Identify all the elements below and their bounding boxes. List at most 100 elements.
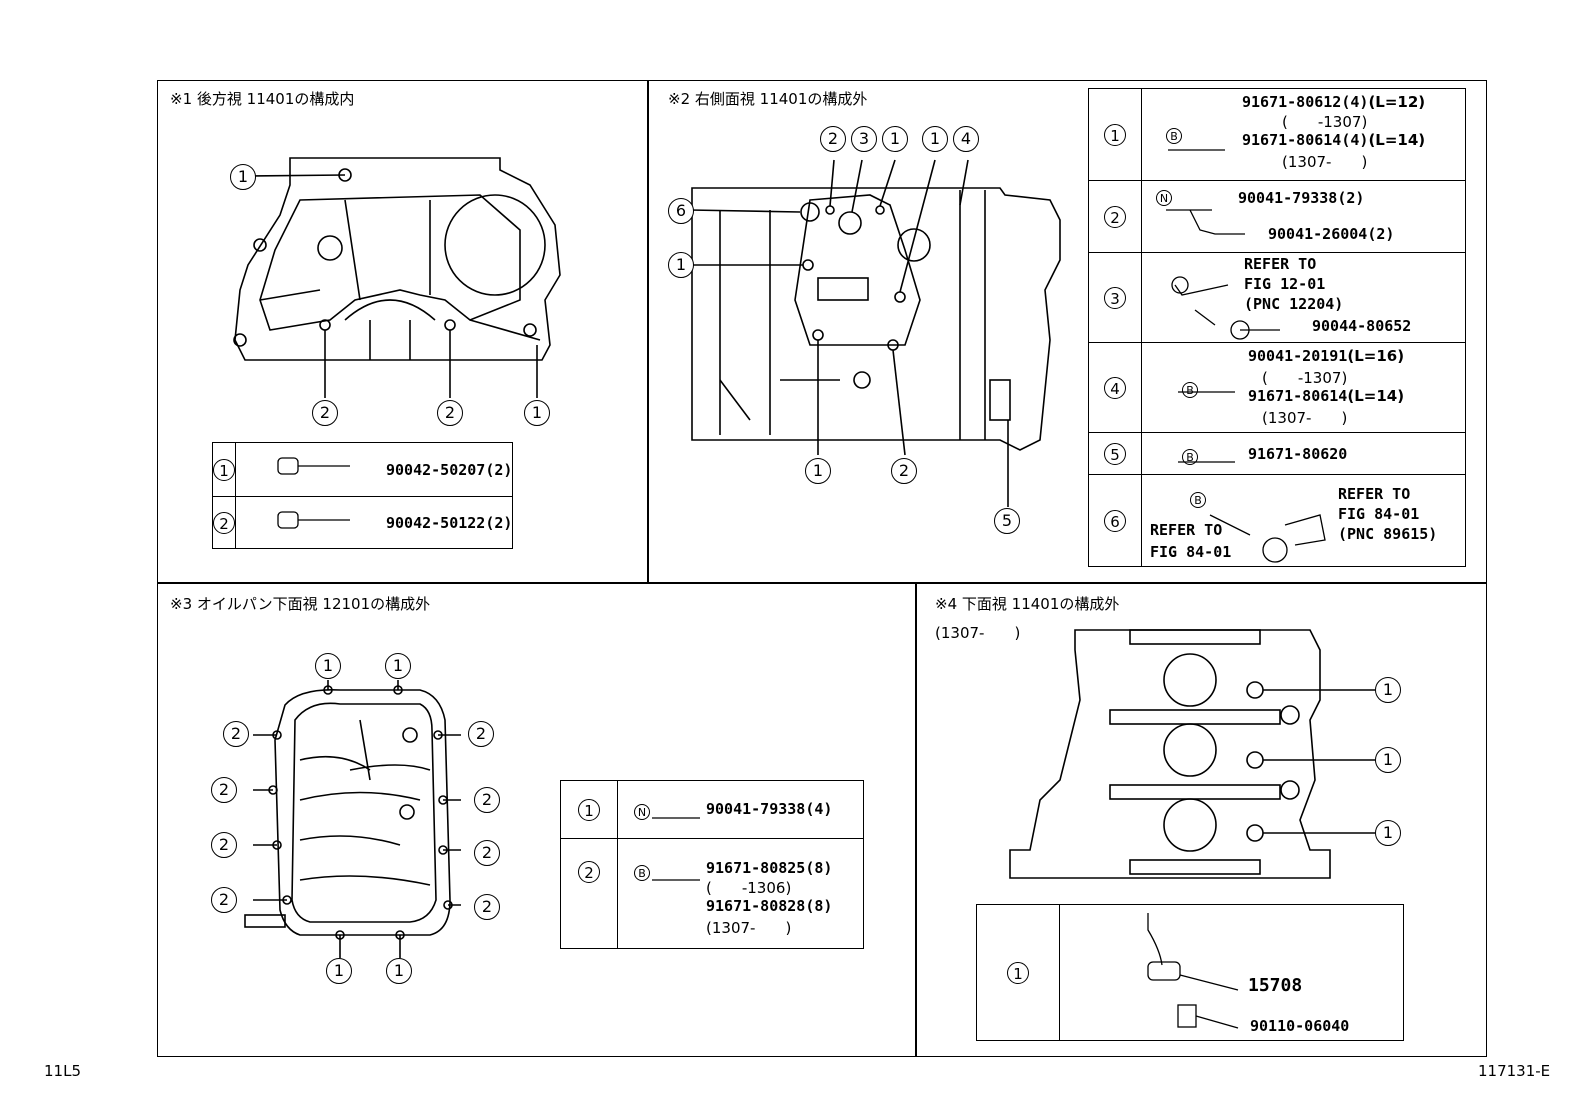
pan-callout-2-r4: 2: [474, 894, 500, 920]
part-number: 90044-80652: [1312, 317, 1412, 335]
callout-1-left: 1: [668, 252, 694, 278]
pan-callout-2-l3: 2: [211, 832, 237, 858]
panel3-title: ※3 オイルパン下面視 12101の構成外: [170, 595, 431, 613]
pan-callout-2-l1: 2: [223, 721, 249, 747]
legend-num: 2: [578, 861, 600, 883]
part-number: 90041-20191: [1248, 347, 1348, 365]
footer-code-right: 117131-E: [1478, 1062, 1551, 1080]
refer-pnc: (PNC 89615): [1338, 525, 1438, 543]
refer-pnc: (PNC 12204): [1244, 295, 1344, 313]
legend-num: 4: [1104, 376, 1126, 399]
part-number: 90042-50122(2): [386, 514, 513, 532]
part-number: 90041-26004(2): [1268, 225, 1395, 243]
panel-bottom-view: [915, 582, 1487, 1057]
mark-n: N: [634, 804, 650, 820]
legend-num: 1: [1007, 961, 1029, 984]
panel-oil-pan-bottom-view: [157, 582, 917, 1057]
part-number: 15708: [1248, 975, 1303, 996]
length-note: (L=12): [1368, 93, 1426, 111]
refer-fig: FIG 12-01: [1244, 275, 1326, 293]
legend-table-bottom: 1 15708 90110-06040: [976, 904, 1404, 1041]
mark-b: B: [1190, 492, 1206, 508]
part-number: 91671-80825(8): [706, 859, 833, 877]
pan-callout-2-l2: 2: [211, 777, 237, 803]
length-note: (L=16): [1347, 347, 1405, 365]
callout-3: 3: [851, 126, 877, 152]
part-number: 91671-80612(4): [1242, 93, 1369, 111]
legend-table-side: 1 B 91671-80612(4)(L=12) ( -1307) 91671-…: [1088, 88, 1466, 567]
callout-2-right: 2: [437, 400, 463, 426]
bottom-block-drawing: [1009, 629, 1375, 879]
rear-block-drawing: [233, 157, 561, 398]
part-number: 91671-80620: [1248, 445, 1348, 463]
panel1-title: ※1 後方視 11401の構成内: [170, 90, 355, 108]
pan-callout-1-br: 1: [386, 958, 412, 984]
callout-2-top: 2: [820, 126, 846, 152]
refer-to: REFER TO: [1338, 485, 1411, 503]
mark-b: B: [634, 865, 650, 881]
bottom-callout-1-b: 1: [1375, 747, 1401, 773]
part-number: 90042-50207(2): [386, 461, 513, 479]
refer-fig: FIG 84-01: [1338, 505, 1420, 523]
footer-code-left: 11L5: [44, 1062, 81, 1080]
pan-callout-2-r3: 2: [474, 840, 500, 866]
legend-row: 3 REFER TO FIG 12-01 (PNC 12204) 90044-8…: [1088, 252, 1466, 343]
legend-num: 1: [1104, 123, 1126, 146]
pan-callout-1-tr: 1: [385, 653, 411, 679]
callout-1-bottom: 1: [805, 458, 831, 484]
length-note: (L=14): [1347, 387, 1405, 405]
legend-num: 5: [1104, 442, 1126, 465]
refer-to: REFER TO: [1150, 521, 1223, 539]
date-range: ( -1306): [706, 879, 792, 897]
legend-table-oil-pan: 1 N 90041-79338(4) 2 B 91671-80825(8) ( …: [560, 780, 864, 949]
date-range: ( -1307): [1262, 369, 1348, 387]
panel-right-side-view: [647, 80, 1487, 584]
mark-n: N: [1156, 190, 1172, 206]
legend-num: 6: [1104, 509, 1126, 532]
part-number: 91671-80828(8): [706, 897, 833, 915]
pan-callout-1-tl: 1: [315, 653, 341, 679]
part-number: 90041-79338(2): [1238, 189, 1365, 207]
legend-row: 1 90042-50207(2): [212, 442, 514, 497]
callout-1-right: 1: [524, 400, 550, 426]
legend-row: 2 90042-50122(2): [212, 496, 514, 549]
legend-table-rear: 1 90042-50207(2) 2 90042-50122(2): [212, 442, 514, 549]
callout-6: 6: [668, 198, 694, 224]
pan-callout-2-r2: 2: [474, 787, 500, 813]
legend-row: 2 N 90041-79338(2) 90041-26004(2): [1088, 180, 1466, 253]
pan-callout-1-bl: 1: [326, 958, 352, 984]
date-range: (1307- ): [1282, 153, 1368, 171]
legend-row: 1 B 91671-80612(4)(L=12) ( -1307) 91671-…: [1088, 88, 1466, 181]
callout-2-left: 2: [312, 400, 338, 426]
mark-b: B: [1182, 449, 1198, 465]
pan-callout-2-r1: 2: [468, 721, 494, 747]
callout-5: 5: [994, 508, 1020, 534]
date-range: (1307- ): [706, 919, 792, 937]
legend-num: 1: [213, 458, 235, 481]
callout-2-bottom: 2: [891, 458, 917, 484]
side-block-drawing: [689, 159, 1061, 507]
legend-num: 3: [1104, 286, 1126, 309]
part-number: 91671-80614: [1248, 387, 1348, 405]
mark-b: B: [1182, 382, 1198, 398]
callout-1-top-a: 1: [882, 126, 908, 152]
legend-num: 1: [578, 798, 600, 821]
legend-row: 4 B 90041-20191(L=16) ( -1307) 91671-806…: [1088, 342, 1466, 433]
panel4-subtitle: (1307- ): [935, 624, 1021, 642]
legend-row: 1 N 90041-79338(4): [560, 780, 864, 839]
legend-row: 2 B 91671-80825(8) ( -1306) 91671-80828(…: [560, 838, 864, 949]
length-note: (L=14): [1368, 131, 1426, 149]
oil-pan-drawing: [244, 680, 461, 958]
date-range: (1307- ): [1262, 409, 1348, 427]
bottom-callout-1-c: 1: [1375, 820, 1401, 846]
bottom-callout-1-a: 1: [1375, 677, 1401, 703]
callout-4: 4: [953, 126, 979, 152]
callout-1-top: 1: [230, 164, 256, 190]
callout-1-top-b: 1: [922, 126, 948, 152]
panel2-title: ※2 右側面視 11401の構成外: [668, 90, 868, 108]
panel-rear-view: [157, 80, 649, 584]
refer-to: REFER TO: [1244, 255, 1317, 273]
legend-row: 1 15708 90110-06040: [976, 904, 1404, 1041]
refer-fig: FIG 84-01: [1150, 543, 1232, 561]
panel4-title: ※4 下面視 11401の構成外: [935, 595, 1120, 613]
